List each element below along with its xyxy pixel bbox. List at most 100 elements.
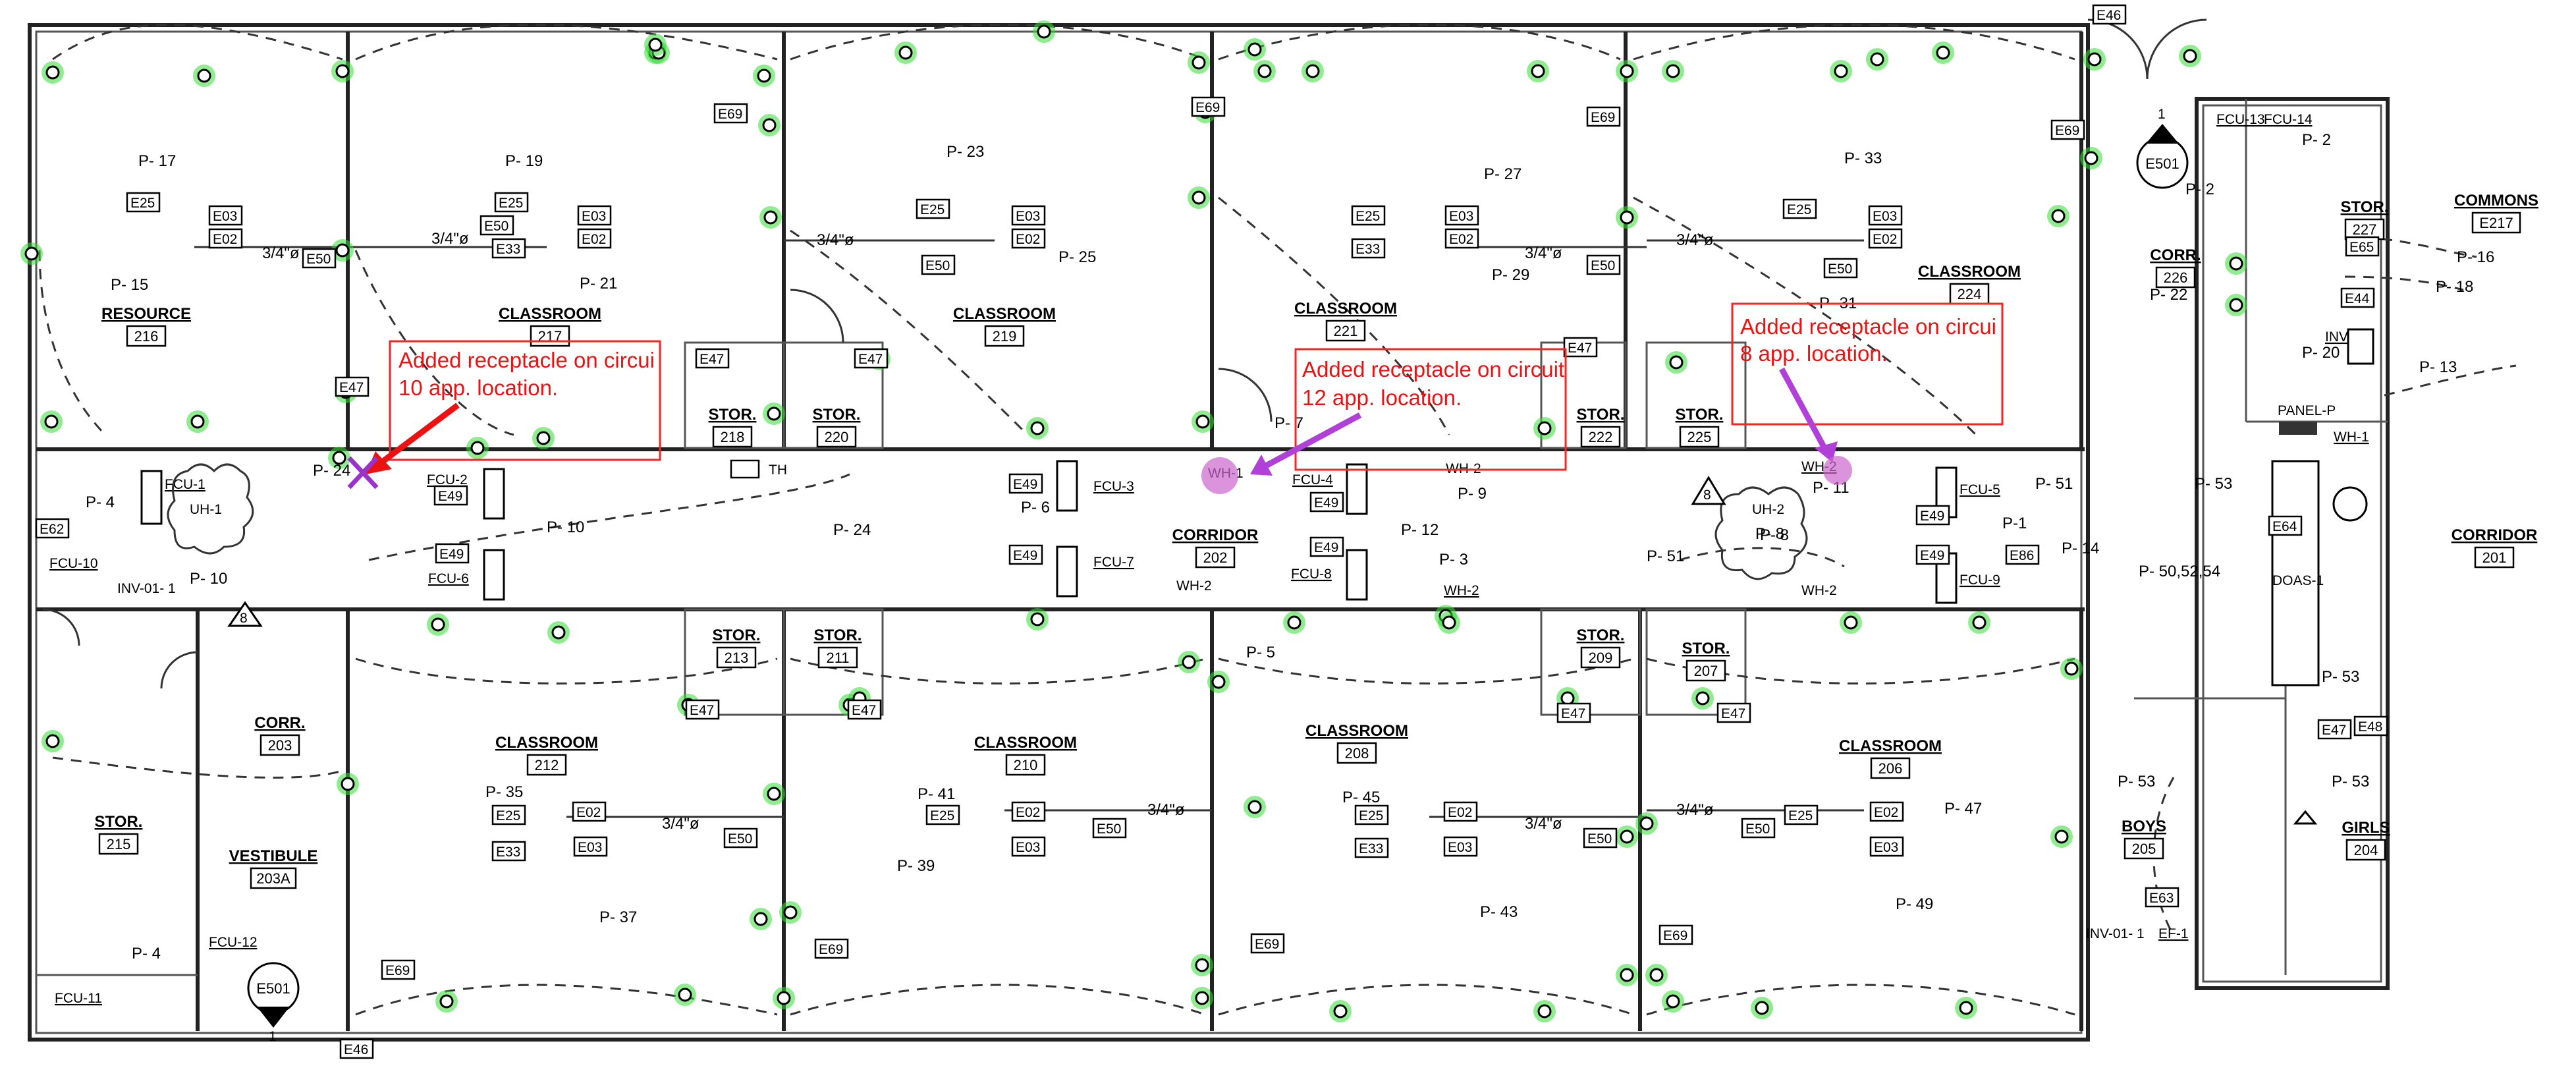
duplex-receptacle-symbol	[2054, 829, 2069, 844]
svg-text:1: 1	[269, 1029, 277, 1044]
duplex-receptacle-symbol	[1537, 1004, 1552, 1018]
svg-text:E25: E25	[1788, 808, 1813, 823]
fcu-6-label: FCU-6	[428, 571, 469, 586]
equipment-units: FCU-1 UH-1 FCU-10 INV-01- 1 FCU-2 FCU-6 …	[49, 112, 2374, 1006]
svg-text:3/4"ø: 3/4"ø	[817, 231, 854, 249]
svg-text:3/4"ø: 3/4"ø	[1525, 815, 1562, 833]
device-tag-e25: E25	[1354, 804, 1389, 825]
device-tag-e50: E50	[723, 827, 758, 849]
duplex-receptacle-symbol	[190, 414, 205, 429]
fcu-4-label: FCU-4	[1292, 472, 1333, 488]
device-tag-e47: E47	[854, 348, 889, 369]
device-tag-e02: E02	[1868, 228, 1903, 249]
duplex-receptacle-symbol	[1666, 994, 1680, 1009]
device-tag-e50: E50	[302, 248, 337, 269]
svg-text:E02: E02	[1449, 232, 1473, 247]
room-label-corr-203: CORR.203	[254, 714, 306, 756]
device-tag-e49: E49	[1309, 491, 1344, 513]
circuit-label: P- 29	[1492, 266, 1529, 284]
circuit-label: P- 51	[1647, 547, 1684, 565]
device-tag-e03: E03	[573, 836, 608, 857]
svg-text:E69: E69	[1663, 928, 1687, 943]
device-tag-e44: E44	[2340, 287, 2375, 308]
svg-text:211: 211	[826, 650, 849, 666]
svg-text:210: 210	[1014, 757, 1038, 773]
svg-text:226: 226	[2164, 269, 2188, 286]
svg-text:E501: E501	[256, 980, 290, 997]
inv-01-1-label: INV-01- 1	[117, 581, 176, 596]
circuit-label: P- 21	[580, 275, 617, 293]
svg-text:E50: E50	[1591, 258, 1615, 273]
svg-text:203: 203	[268, 737, 292, 754]
svg-text:E50: E50	[925, 258, 950, 273]
svg-text:E33: E33	[1359, 841, 1383, 856]
svg-text:E47: E47	[2322, 723, 2346, 738]
device-tag-e25: E25	[491, 804, 526, 825]
circuit-label: P- 23	[946, 143, 984, 161]
circuit-label: P- 49	[1896, 895, 1933, 913]
ef-1-label: EF-1	[2158, 926, 2189, 941]
room-label-corr-226: CORR.226	[2150, 246, 2201, 289]
section-marker-e501-south: E501 1	[247, 962, 300, 1044]
svg-text:E69: E69	[1195, 100, 1220, 115]
svg-text:E49: E49	[438, 489, 462, 504]
duplex-receptacle-symbol	[2084, 151, 2098, 165]
svg-text:E501: E501	[2145, 155, 2179, 172]
duplex-receptacle-symbol	[1649, 968, 1664, 982]
svg-text:E49: E49	[1920, 548, 1944, 563]
duplex-receptacle-symbol	[1333, 1004, 1348, 1018]
circuit-label: P- 14	[2062, 540, 2099, 557]
svg-text:E25: E25	[1359, 808, 1383, 823]
svg-text:215: 215	[107, 836, 131, 852]
device-tag-e03: E03	[208, 205, 243, 226]
device-tag-e49: E49	[1008, 473, 1043, 494]
fcu-10-label: FCU-10	[49, 556, 98, 571]
circuit-label: P- 4	[86, 493, 115, 511]
device-tag-e02: E02	[1011, 228, 1046, 249]
svg-text:E86: E86	[2010, 548, 2034, 563]
room-label-stor-211: STOR. 211	[814, 627, 862, 669]
duplex-receptacle-symbol	[1870, 52, 1884, 67]
device-tag-e49: E49	[435, 543, 470, 564]
device-tag-e02: E02	[208, 228, 243, 249]
svg-text:E25: E25	[920, 202, 945, 217]
duplex-receptacle-symbol	[45, 65, 60, 80]
inv-01-1-east-label: INV-01- 1	[2086, 926, 2145, 941]
svg-text:E25: E25	[1787, 202, 1811, 217]
svg-text:216: 216	[134, 328, 159, 345]
svg-text:8 app. location.: 8 app. location.	[1740, 341, 1888, 366]
svg-text:CLASSROOM: CLASSROOM	[1305, 722, 1408, 740]
svg-text:E47: E47	[852, 703, 876, 718]
device-tag-e50: E50	[1586, 254, 1621, 275]
device-tag-e25: E25	[916, 198, 950, 219]
svg-text:220: 220	[825, 429, 849, 445]
svg-text:212: 212	[535, 757, 559, 773]
duplex-receptacle-symbol	[2229, 298, 2243, 312]
duplex-receptacle-symbol	[754, 912, 768, 926]
svg-text:E49: E49	[1314, 540, 1338, 555]
svg-text:3/4"ø: 3/4"ø	[1676, 801, 1714, 819]
section-marker-e501-north: 1 E501	[2136, 107, 2189, 189]
device-tag-e25: E25	[925, 804, 960, 825]
receptacle-highlights	[20, 20, 2247, 1022]
device-tag-e50: E50	[921, 254, 956, 275]
duplex-receptacle-symbol	[1620, 968, 1634, 982]
device-tag-e25: E25	[494, 192, 529, 213]
th-label: TH	[769, 462, 787, 478]
svg-text:E46: E46	[2096, 8, 2121, 23]
svg-text:E65: E65	[2349, 240, 2374, 255]
circuit-label: P- 41	[918, 785, 955, 803]
panel-p-label: PANEL-P	[2278, 403, 2336, 418]
circuit-label: P- 10	[547, 518, 584, 536]
device-tag-e47: E47	[695, 348, 730, 369]
svg-text:E47: E47	[690, 703, 714, 718]
svg-text:Added receptacle on circuit: Added receptacle on circuit	[1302, 357, 1564, 381]
svg-text:E03: E03	[213, 209, 237, 224]
device-tag-e47: E47	[1563, 337, 1598, 358]
device-tag-e47: E47	[685, 699, 720, 720]
svg-text:STOR.: STOR.	[814, 627, 862, 644]
svg-text:E47: E47	[339, 380, 364, 395]
